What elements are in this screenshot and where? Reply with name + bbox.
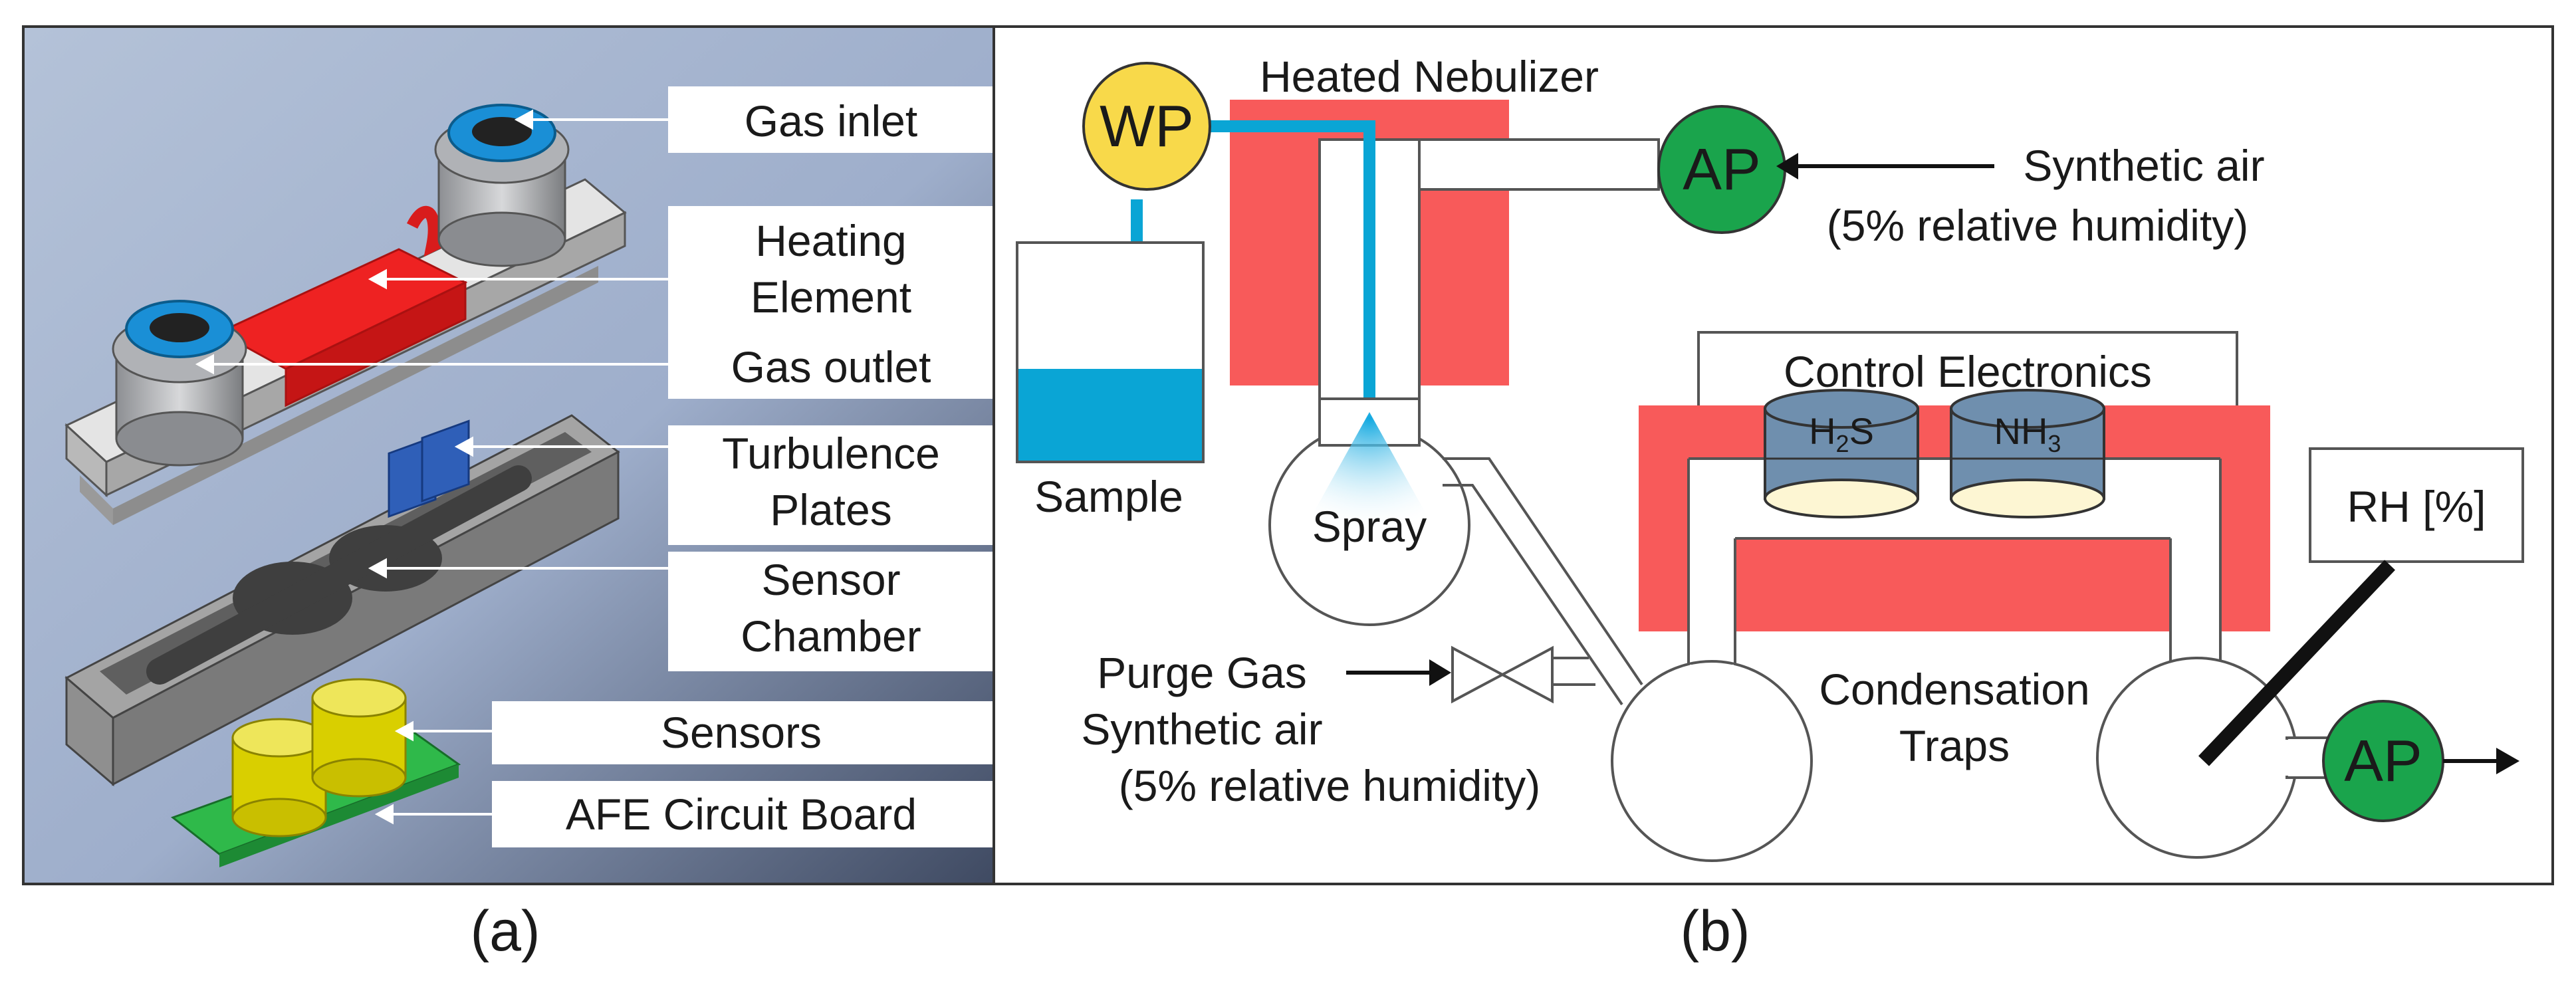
turbulence-plates	[388, 419, 470, 518]
sensor-h2s	[1764, 389, 1919, 518]
label-condensation: Condensation	[1819, 665, 2089, 714]
arrow-exhaust	[2443, 748, 2519, 774]
gas-inlet-fitting	[434, 104, 570, 267]
gas-outlet-fitting	[112, 300, 247, 467]
sensor-nh3	[1950, 389, 2105, 518]
water-pump	[1082, 62, 1211, 191]
panel-a: Gas inlet Heating Element Gas outlet Tur…	[22, 25, 995, 963]
label-h2s: H2S	[1809, 410, 1874, 457]
arrow-purge-gas	[1346, 659, 1451, 686]
label-purge-gas: Purge Gas	[1097, 648, 1307, 697]
rh-probe	[2198, 560, 2395, 766]
label-purge-synthetic-air: Synthetic air	[1081, 705, 1322, 754]
label-traps: Traps	[1899, 721, 2010, 770]
label-purge-humidity: (5% relative humidity)	[1119, 761, 1541, 810]
label-sensors: Sensors	[661, 708, 822, 757]
sample-reservoir	[1016, 241, 1205, 463]
label-gas-outlet: Gas outlet	[731, 342, 931, 391]
label-sample: Sample	[1034, 472, 1183, 521]
label-synthetic-air-humidity: (5% relative humidity)	[1827, 201, 2249, 250]
label-wp: WP	[1100, 93, 1194, 159]
label-ap-top: AP	[1683, 136, 1760, 202]
leader-lines	[195, 109, 668, 825]
label-gas-inlet: Gas inlet	[745, 96, 917, 146]
transfer-tube	[1443, 457, 1643, 706]
label-plates: Plates	[770, 485, 891, 534]
caption-b: (b)	[1680, 899, 1750, 963]
label-element: Element	[751, 273, 911, 322]
label-heated-nebulizer: Heated Nebulizer	[1260, 52, 1599, 101]
spray-flask	[1268, 397, 1470, 626]
label-chamber: Chamber	[741, 611, 921, 661]
label-ap-bottom: AP	[2344, 728, 2422, 794]
label-heating: Heating	[755, 216, 907, 265]
sensor-cylinders	[231, 678, 407, 837]
label-synthetic-air: Synthetic air	[2023, 141, 2264, 190]
rh-sensor-box	[2309, 447, 2524, 563]
label-turbulence: Turbulence	[722, 429, 940, 478]
label-rh: RH [%]	[2347, 482, 2486, 531]
sensor-chamber	[64, 414, 620, 787]
condensation-trap-left	[1611, 660, 1813, 862]
label-boxes	[492, 86, 994, 847]
panel-a-labels: Gas inlet Heating Element Gas outlet Tur…	[566, 96, 940, 839]
panel-b: Sample WP Heated Nebulizer AP Synthetic …	[993, 25, 2554, 963]
label-control-electronics: Control Electronics	[1784, 347, 2152, 396]
label-sensor: Sensor	[761, 555, 900, 604]
label-nh3: NH3	[1994, 410, 2061, 457]
label-spray: Spray	[1312, 502, 1427, 551]
purge-valve	[1451, 645, 1595, 704]
caption-a: (a)	[470, 899, 540, 963]
arrow-synthetic-air	[1776, 153, 1994, 179]
label-afe: AFE Circuit Board	[566, 790, 917, 839]
